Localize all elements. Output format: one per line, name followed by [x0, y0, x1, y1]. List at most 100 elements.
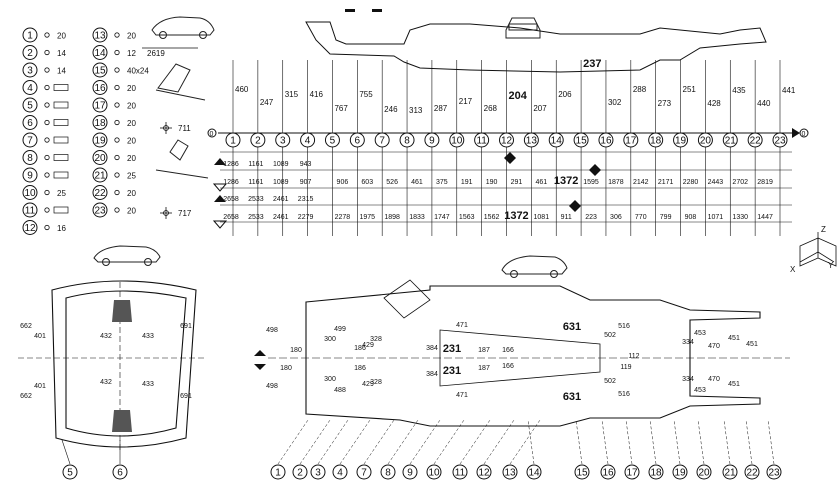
station-13-label: 13 [526, 136, 538, 147]
legend-item-3: 3 [22, 62, 38, 78]
leader-line [745, 419, 753, 465]
station-4-label: 4 [305, 136, 311, 147]
row-value: 1447 [757, 214, 773, 221]
hole-icon [114, 84, 120, 91]
front-callout-5-label: 5 [67, 468, 73, 479]
plan-callout-3: 3 [310, 464, 326, 480]
row-value: 603 [361, 179, 373, 186]
station-23-label: 23 [774, 136, 786, 147]
row-marker-down-icon [212, 183, 228, 192]
leader-line [433, 419, 465, 465]
hole-icon [114, 154, 120, 161]
mount-sketch-icon [155, 63, 209, 179]
row-value: 770 [635, 214, 647, 221]
legend-item-18-label: 18 [94, 118, 106, 129]
row-value: 1878 [608, 179, 624, 186]
plan-dim-value: 453 [694, 330, 706, 337]
station-16: 16 [598, 132, 614, 148]
station-22: 22 [747, 132, 763, 148]
leader-line [459, 419, 491, 465]
row-value: 1372 [554, 175, 578, 187]
plan-dim-value: 334 [682, 376, 694, 383]
plan-dim-value: 166 [502, 347, 514, 354]
legend-item-9-label: 9 [27, 171, 33, 182]
legend-item-15-label: 15 [94, 66, 106, 77]
plan-dim-value: 328 [370, 379, 382, 386]
row-value: 907 [300, 179, 312, 186]
legend-item-9: 9 [22, 167, 38, 183]
bolt-icon [53, 154, 69, 161]
row-value: 2461 [273, 196, 289, 203]
plan-callout-18: 18 [648, 464, 664, 480]
row-value: 1161 [248, 179, 263, 186]
height-value-1: 460 [235, 85, 249, 94]
station-18: 18 [648, 132, 664, 148]
legend-item-5: 5 [22, 97, 38, 113]
legend-size-20: 20 [127, 154, 136, 163]
panel-icon [112, 300, 132, 322]
row-value: 1562 [484, 214, 500, 221]
leader-line [697, 419, 705, 465]
leader-line [317, 419, 349, 465]
datum-zero-label: 0 [210, 131, 214, 138]
front-callout-6-label: 6 [117, 468, 123, 479]
plan-callout-11-label: 11 [455, 468, 466, 479]
plan-callout-19: 19 [672, 464, 688, 480]
plan-dim-value: 328 [370, 336, 382, 343]
station-9: 9 [424, 132, 440, 148]
row-value: 2443 [708, 179, 724, 186]
legend-item-20: 20 [92, 150, 108, 165]
legend-item-5-label: 5 [27, 101, 33, 112]
legend-item-2: 2 [22, 45, 38, 60]
hole-icon [44, 172, 50, 178]
leader-line [625, 419, 633, 465]
row-value: 1975 [359, 214, 375, 221]
plan-callout-21: 21 [722, 464, 738, 480]
row-value: 2280 [683, 179, 699, 186]
front-dim-value: 432 [100, 379, 112, 386]
hole-icon [44, 102, 50, 108]
station-7: 7 [374, 132, 390, 148]
plan-dim-value: 231 [443, 343, 461, 355]
row-value: 1330 [732, 214, 748, 221]
plan-dim-value: 470 [708, 376, 720, 383]
row-value: 1595 [583, 179, 599, 186]
row-value: 906 [337, 179, 349, 186]
station-10-label: 10 [451, 136, 463, 147]
row-value: 911 [561, 214, 572, 221]
plan-callout-22: 22 [744, 464, 760, 480]
plan-dim-value: 429 [362, 342, 374, 349]
hole-icon [114, 102, 120, 108]
hole-icon [44, 119, 50, 126]
legend-item-19-label: 19 [94, 136, 106, 147]
bolt-icon [53, 136, 69, 144]
station-13: 13 [523, 132, 539, 148]
station-8-label: 8 [404, 136, 410, 147]
plan-callout-8-label: 8 [385, 468, 391, 479]
plan-dim-value: 451 [746, 341, 758, 348]
leader-line [277, 419, 309, 465]
legend-item-4-label: 4 [27, 83, 33, 94]
height-value-4: 416 [310, 90, 324, 99]
plan-dim-value: 516 [618, 391, 630, 398]
legend-item-4: 4 [22, 80, 38, 95]
row-marker-up-icon [214, 158, 226, 165]
legend-item-18: 18 [92, 115, 108, 130]
height-value-22: 440 [757, 99, 771, 108]
hole-icon [44, 224, 50, 231]
datum-start-icon [207, 128, 217, 138]
legend-item-10-label: 10 [24, 188, 36, 199]
legend-item-6: 6 [22, 115, 38, 130]
legend-item-20-label: 20 [94, 153, 106, 164]
station-16-label: 16 [600, 136, 612, 147]
height-value-2: 247 [260, 98, 274, 107]
legend-item-14-label: 14 [94, 48, 106, 59]
legend-item-16-label: 16 [94, 83, 106, 94]
station-18-label: 18 [650, 136, 662, 147]
hole-icon [44, 32, 50, 38]
plan-dim-value: 631 [563, 321, 581, 333]
plan-callout-19-label: 19 [674, 468, 686, 479]
legend-item-23-label: 23 [94, 206, 106, 217]
plan-callout-15: 15 [574, 464, 590, 480]
plan-callout-4-label: 4 [337, 468, 343, 479]
